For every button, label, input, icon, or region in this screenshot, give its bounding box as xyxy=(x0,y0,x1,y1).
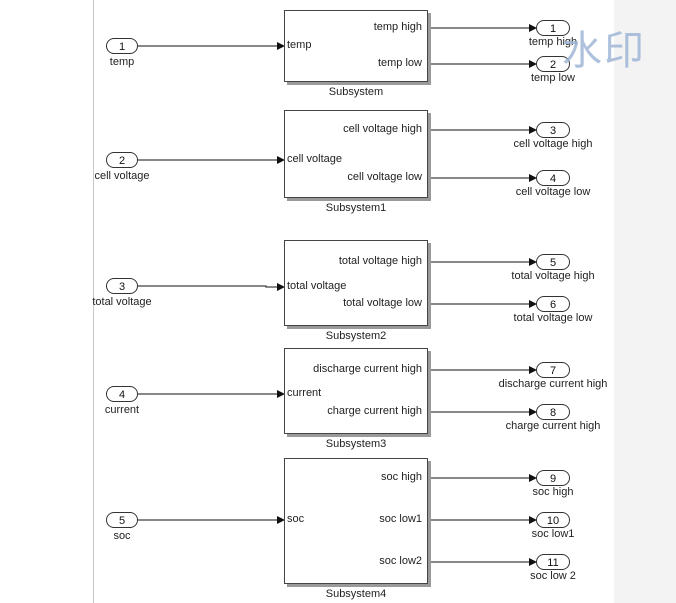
subsystem-output-label: soc low2 xyxy=(379,555,422,567)
inport-label: cell voltage xyxy=(94,170,150,182)
inport-block: 5 xyxy=(106,512,138,528)
inport-label: soc xyxy=(113,530,131,542)
outport-block: 3 xyxy=(536,122,570,138)
inport-block: 3 xyxy=(106,278,138,294)
inport-label: total voltage xyxy=(92,296,152,308)
subsystem-name: Subsystem1 xyxy=(325,202,387,214)
outport-block: 9 xyxy=(536,470,570,486)
watermark-text: 水印 xyxy=(562,28,646,74)
subsystem-block xyxy=(284,348,428,434)
signal-line xyxy=(138,283,285,291)
subsystem-output-label: cell voltage high xyxy=(343,123,422,135)
canvas-left-border xyxy=(93,0,94,603)
subsystem-output-label: discharge current high xyxy=(313,363,422,375)
subsystem-output-label: total voltage high xyxy=(338,255,422,267)
outport-block: 5 xyxy=(536,254,570,270)
outport-label: cell voltage high xyxy=(513,138,593,150)
outport-label: total voltage low xyxy=(513,312,593,324)
subsystem-output-label: total voltage low xyxy=(343,297,422,309)
outport-block: 6 xyxy=(536,296,570,312)
outport-block: 2 xyxy=(536,56,570,72)
outport-block: 11 xyxy=(536,554,570,570)
subsystem-input-label: current xyxy=(287,387,322,399)
inport-block: 1 xyxy=(106,38,138,54)
inport-label: temp xyxy=(109,56,135,68)
outport-label: soc low 2 xyxy=(530,570,576,582)
subsystem-name: Subsystem2 xyxy=(325,330,387,342)
subsystem-block xyxy=(284,240,428,326)
subsystem-block xyxy=(284,10,428,82)
outport-label: total voltage high xyxy=(511,270,595,282)
canvas-right-margin xyxy=(614,0,676,603)
subsystem-output-label: cell voltage low xyxy=(347,171,422,183)
outport-block: 1 xyxy=(536,20,570,36)
inport-block: 4 xyxy=(106,386,138,402)
outport-block: 4 xyxy=(536,170,570,186)
subsystem-input-label: soc xyxy=(287,513,305,525)
subsystem-output-label: soc low1 xyxy=(379,513,422,525)
outport-label: soc high xyxy=(532,486,574,498)
subsystem-name: Subsystem3 xyxy=(325,438,387,450)
outport-label: temp high xyxy=(528,36,578,48)
inport-block: 2 xyxy=(106,152,138,168)
subsystem-input-label: temp xyxy=(287,39,312,51)
outport-label: charge current high xyxy=(505,420,601,432)
subsystem-name: Subsystem xyxy=(328,86,384,98)
outport-block: 10 xyxy=(536,512,570,528)
subsystem-output-label: temp low xyxy=(377,57,422,69)
outport-block: 7 xyxy=(536,362,570,378)
subsystem-block xyxy=(284,110,428,198)
outport-label: soc low1 xyxy=(531,528,575,540)
subsystem-input-label: total voltage xyxy=(287,280,347,292)
subsystem-name: Subsystem4 xyxy=(325,588,387,600)
outport-block: 8 xyxy=(536,404,570,420)
subsystem-output-label: temp high xyxy=(373,21,422,33)
subsystem-output-label: charge current high xyxy=(327,405,422,417)
subsystem-input-label: cell voltage xyxy=(287,153,343,165)
outport-label: temp low xyxy=(530,72,576,84)
subsystem-output-label: soc high xyxy=(381,471,422,483)
inport-label: current xyxy=(104,404,140,416)
outport-label: cell voltage low xyxy=(515,186,591,198)
outport-label: discharge current high xyxy=(498,378,608,390)
subsystem-block xyxy=(284,458,428,584)
